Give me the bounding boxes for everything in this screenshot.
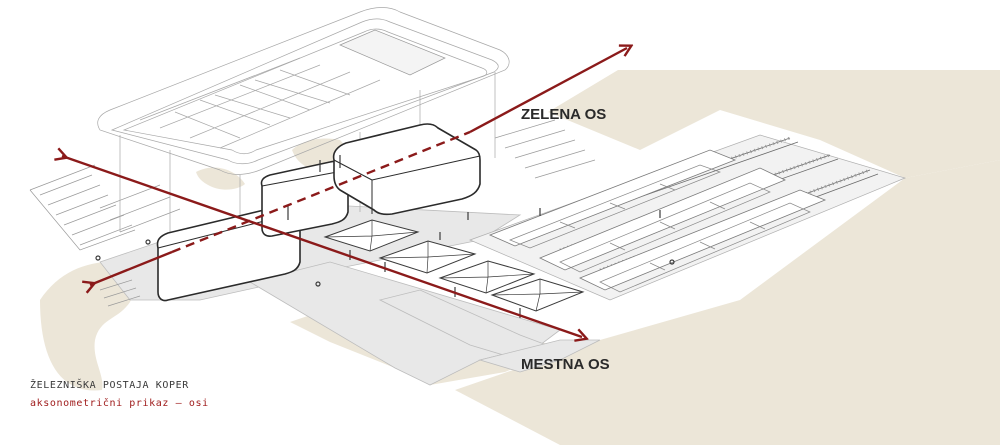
city-axis-line xyxy=(62,156,582,337)
ground-lower-right xyxy=(455,160,1000,445)
roof-grid xyxy=(139,57,381,149)
roof-opening xyxy=(339,29,446,76)
sidewalk-right xyxy=(478,339,601,373)
axes xyxy=(62,48,627,337)
caption-subtitle: aksonometrični prikaz – osi xyxy=(30,398,209,409)
green-axis-line-back xyxy=(469,48,627,134)
ground-upper-right xyxy=(548,70,1000,178)
caption-title: ŽELEZNIŠKA POSTAJA KOPER xyxy=(30,380,189,391)
parking-right xyxy=(494,119,596,179)
green-axis-label: ZELENA OS xyxy=(521,106,607,123)
ground-under-roof-1 xyxy=(196,167,245,190)
city-axis-label: MESTNA OS xyxy=(521,356,610,373)
